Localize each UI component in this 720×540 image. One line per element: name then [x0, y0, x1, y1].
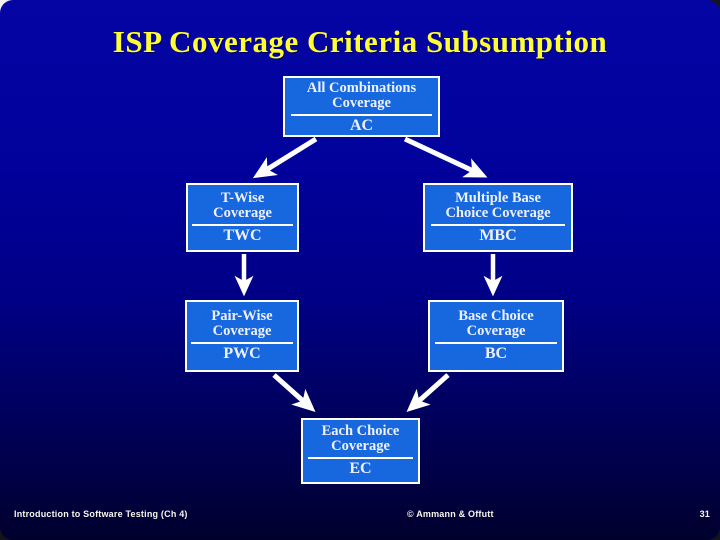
- box-separator: [191, 342, 293, 344]
- node-pair-wise-coverage: Pair-Wise Coverage PWC: [185, 300, 299, 372]
- node-t-wise-coverage: T-Wise Coverage TWC: [186, 183, 299, 252]
- node-multiple-base-choice-coverage: Multiple Base Choice Coverage MBC: [423, 183, 573, 252]
- edge-ac-twc: [252, 136, 318, 179]
- edge-ac-mbc: [403, 136, 488, 178]
- node-base-choice-coverage: Base Choice Coverage BC: [428, 300, 564, 372]
- node-name-line: T-Wise: [220, 190, 265, 206]
- node-name-line: Coverage: [331, 438, 390, 454]
- box-separator: [192, 224, 293, 226]
- slide-page-number: 31: [699, 509, 710, 519]
- slide-title: ISP Coverage Criteria Subsumption: [112, 24, 608, 59]
- node-all-combinations-coverage: All Combinations Coverage AC: [283, 76, 440, 137]
- edge-pwc-ec: [272, 373, 316, 412]
- node-acronym: BC: [484, 345, 508, 362]
- node-name-line: Base Choice: [458, 308, 534, 324]
- node-name-line: Coverage: [332, 95, 391, 111]
- node-name-line: All Combinations: [306, 80, 417, 96]
- box-separator: [430, 224, 566, 226]
- node-acronym: EC: [349, 460, 372, 477]
- box-separator: [435, 342, 557, 344]
- node-name-line: Each Choice: [321, 423, 400, 439]
- node-acronym: MBC: [479, 227, 517, 244]
- edge-bc-ec: [406, 373, 450, 412]
- node-acronym: AC: [349, 117, 374, 134]
- box-separator: [291, 114, 432, 116]
- node-acronym: PWC: [223, 345, 261, 362]
- node-acronym: TWC: [223, 227, 262, 244]
- box-separator: [307, 457, 414, 459]
- node-name-line: Coverage: [212, 323, 272, 339]
- node-name-line: Coverage: [466, 323, 526, 339]
- footer-course-label: Introduction to Software Testing (Ch 4): [14, 509, 188, 519]
- node-name-line: Multiple Base: [455, 190, 541, 206]
- node-name-line: Pair-Wise: [211, 308, 273, 324]
- node-name-line: Choice Coverage: [445, 205, 551, 221]
- footer-copyright: © Ammann & Offutt: [407, 509, 494, 519]
- node-name-line: Coverage: [213, 205, 272, 221]
- node-each-choice-coverage: Each Choice Coverage EC: [301, 418, 420, 484]
